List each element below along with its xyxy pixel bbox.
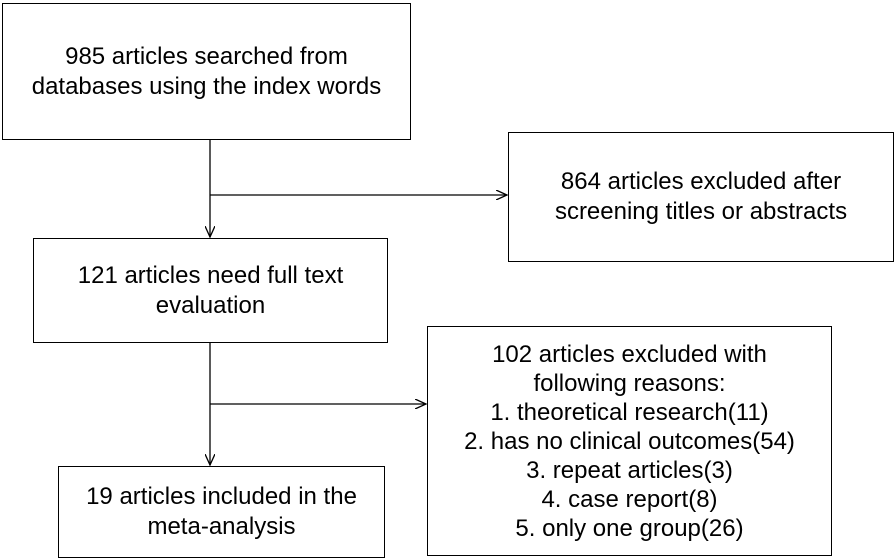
included-line: 19 articles included in the: [86, 483, 357, 510]
excluded-fulltext-box: 102 articles excluded with following rea…: [427, 326, 832, 556]
exclusion-reason: 1. theoretical research(11): [490, 398, 769, 426]
full-text-line: evaluation: [155, 291, 266, 319]
included-line: meta-analysis: [147, 513, 296, 540]
search-line: 985 articles searched from: [65, 42, 348, 70]
search-line: databases using the index words: [31, 72, 382, 100]
exclusion-reason: 5. only one group(26): [515, 514, 744, 542]
included-box: 19 articles included in the meta-analysi…: [58, 466, 385, 558]
exclusion-reason: 3. repeat articles(3): [526, 456, 733, 484]
excluded-screening-line: screening titles or abstracts: [554, 198, 848, 225]
exclusion-reason: 4. case report(8): [541, 485, 718, 513]
full-text-line: 121 articles need full text: [77, 261, 344, 289]
excluded-fulltext-heading: following reasons:: [533, 369, 726, 397]
full-text-box: 121 articles need full text evaluation: [33, 238, 388, 343]
excluded-screening-box: 864 articles excluded after screening ti…: [508, 132, 894, 262]
exclusion-reason: 2. has no clinical outcomes(54): [464, 427, 795, 455]
excluded-screening-line: 864 articles excluded after: [560, 168, 842, 195]
excluded-fulltext-heading: 102 articles excluded with: [492, 340, 767, 368]
search-box: 985 articles searched from databases usi…: [2, 3, 411, 140]
